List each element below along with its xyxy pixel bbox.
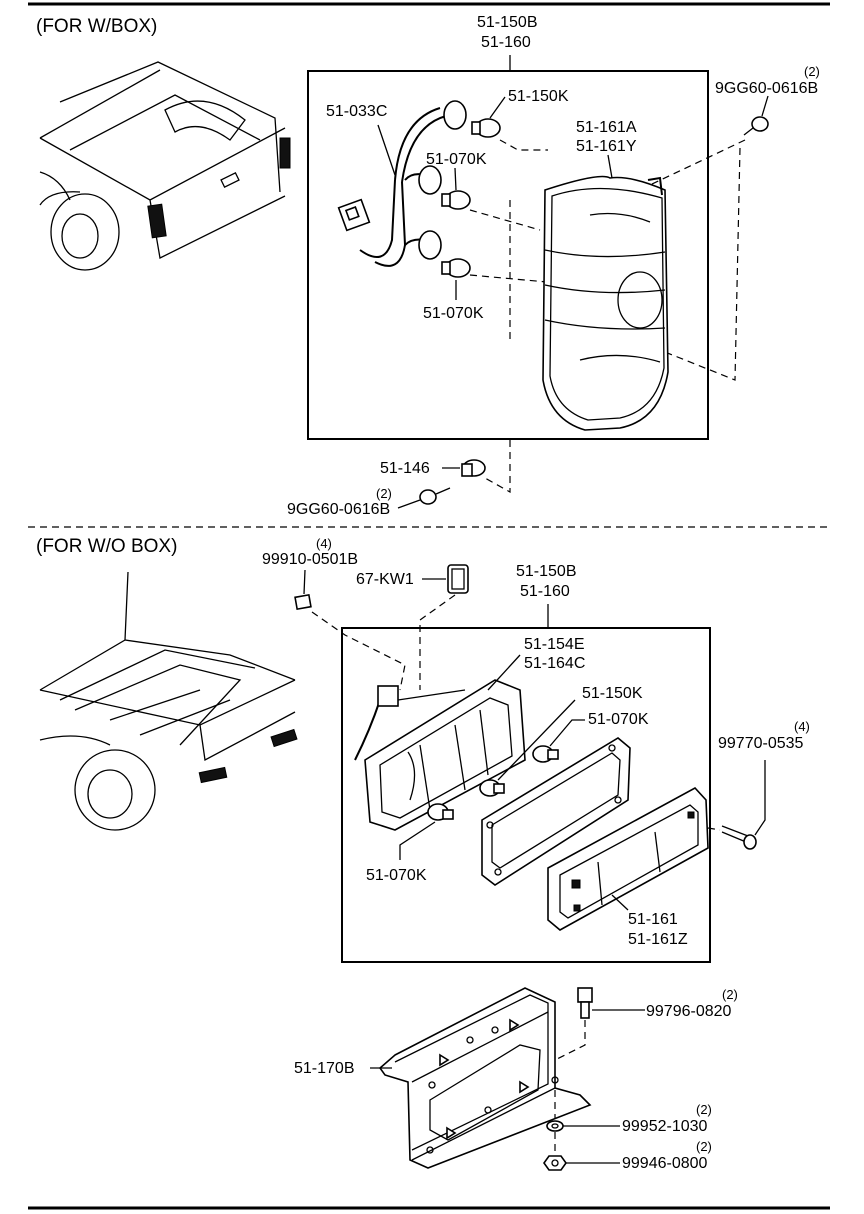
screw-icon [721, 825, 757, 850]
washer-icon [546, 1120, 564, 1132]
label-bulb-b: 51-070K [588, 711, 649, 728]
label-bulb-a: 51-150K [582, 685, 643, 702]
label-bolt: 99796-0820 [646, 1003, 732, 1020]
label-marker: 67-KW1 [356, 571, 414, 588]
label-screw-bottom: 9GG60-0616B [287, 501, 390, 518]
bulb-top-icon [471, 118, 501, 138]
bulb-mid-icon [441, 190, 471, 210]
truck-with-box-illustration [39, 61, 291, 271]
nut-icon [543, 1155, 567, 1171]
label-clip: 51-146 [380, 460, 430, 477]
bulb-c-icon [427, 803, 454, 821]
qty-screw-top: (2) [804, 64, 820, 79]
qty-bolt: (2) [722, 987, 738, 1002]
label-bulb-top: 51-150K [508, 88, 569, 105]
qty-screw-bottom: (2) [376, 486, 392, 501]
bolt-icon [577, 987, 593, 1019]
qty-nut: (2) [696, 1139, 712, 1154]
label-harness: 51-033C [326, 103, 387, 120]
label-assembly-a: 51-150B [477, 14, 538, 31]
clip-icon [461, 459, 486, 477]
label-lens-wo-b: 51-161Z [628, 931, 688, 948]
truck-without-box-illustration [39, 571, 298, 831]
label-assembly-wo-b: 51-160 [520, 583, 570, 600]
label-nut: 99946-0800 [622, 1155, 708, 1172]
label-assembly-wo-a: 51-150B [516, 563, 577, 580]
tail-lens [542, 175, 669, 431]
section-title-without-box: (FOR W/O BOX) [36, 536, 177, 557]
marker-lamp-icon [447, 564, 469, 594]
wire-harness [337, 100, 467, 267]
bulb-b-icon [532, 745, 559, 763]
clip-nut-icon [294, 593, 312, 611]
label-bulb-low: 51-070K [423, 305, 484, 322]
label-bracket: 51-170B [294, 1060, 355, 1077]
label-bulb-c: 51-070K [366, 867, 427, 884]
bulb-a-icon [479, 779, 505, 797]
qty-clip-nut: (4) [316, 536, 332, 551]
label-clip-nut: 99910-0501B [262, 551, 358, 568]
assembly-frame-without-box [341, 627, 711, 963]
label-screw-top: 9GG60-0616B [715, 80, 818, 97]
qty-screw: (4) [794, 719, 810, 734]
screw-top-icon [743, 116, 769, 136]
label-assembly-b: 51-160 [481, 34, 531, 51]
label-lens-a: 51-161A [576, 119, 637, 136]
label-lens-wo-a: 51-161 [628, 911, 678, 928]
label-bulb-mid: 51-070K [426, 151, 487, 168]
qty-washer: (2) [696, 1102, 712, 1117]
tail-lens-without-box [547, 786, 709, 931]
label-screw: 99770-0535 [718, 735, 804, 752]
lamp-housing [354, 679, 526, 831]
label-lens-b: 51-161Y [576, 138, 637, 155]
assembly-frame-with-box [307, 70, 709, 440]
lamp-gasket [481, 737, 631, 886]
section-title-with-box: (FOR W/BOX) [36, 16, 157, 37]
label-housing-a: 51-154E [524, 636, 585, 653]
license-bracket [378, 987, 592, 1169]
label-washer: 99952-1030 [622, 1118, 708, 1135]
screw-bottom-icon [419, 487, 451, 505]
bulb-low-icon [441, 258, 471, 278]
label-housing-b: 51-164C [524, 655, 585, 672]
